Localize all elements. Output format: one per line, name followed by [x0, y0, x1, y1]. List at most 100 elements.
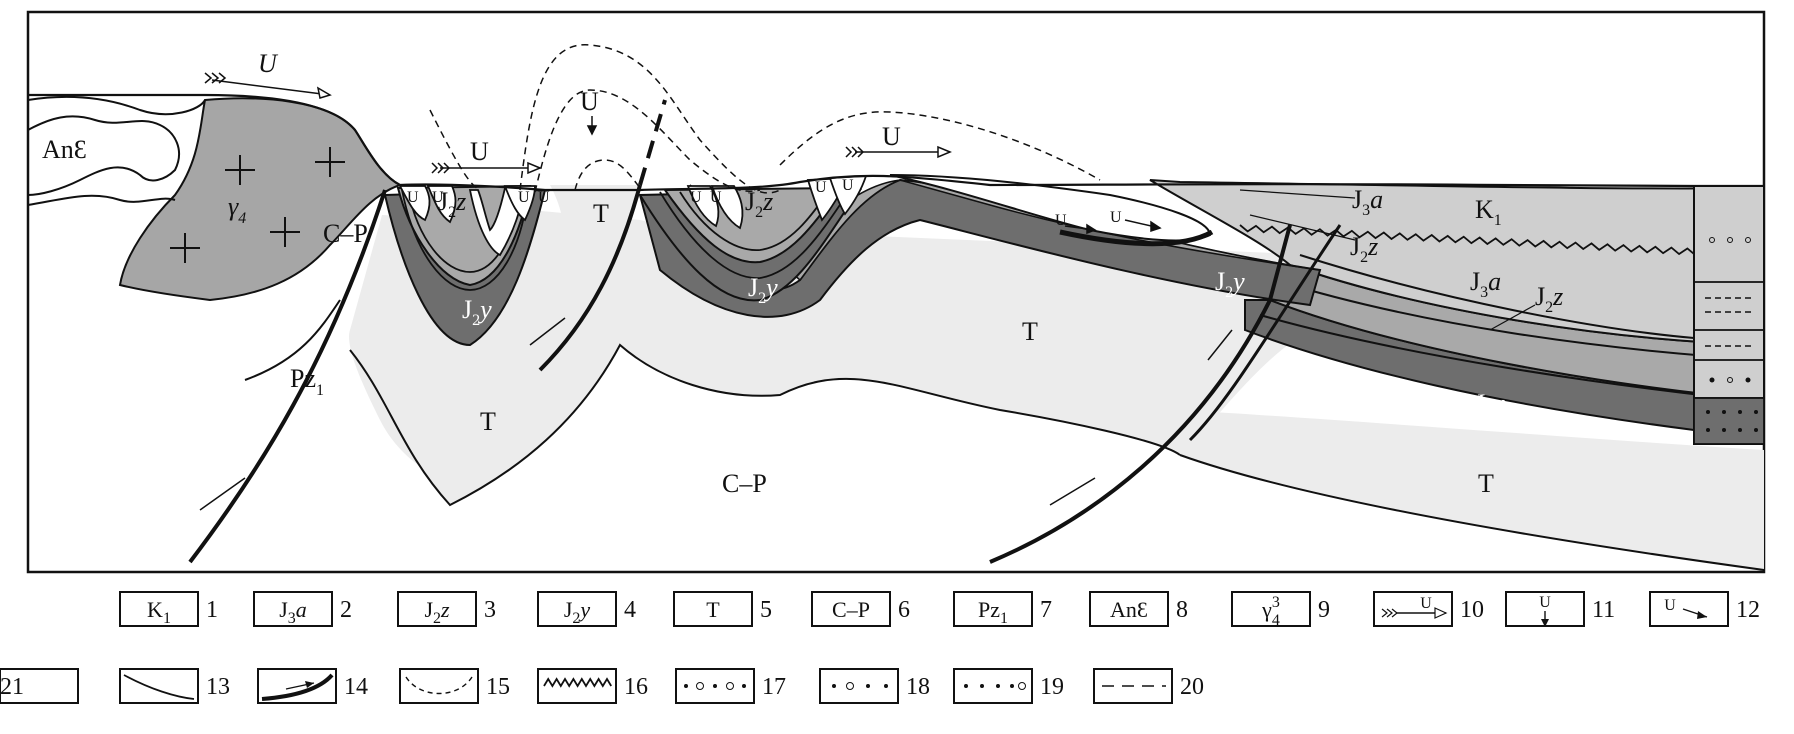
label-u-small-5: U: [690, 189, 702, 206]
label-pz1: Pz1: [290, 364, 324, 399]
label-u-small-8: U: [842, 177, 854, 194]
label-u-small-9: U: [1055, 212, 1067, 229]
unconformity-wavy-line: [1239, 224, 1760, 259]
legend-swatch: [537, 591, 617, 627]
contact-line: [1179, 454, 1765, 571]
contact-line: [679, 191, 829, 251]
legend-swatch: [811, 591, 891, 627]
granite-crosses: [170, 147, 345, 263]
legend-swatch: [399, 668, 479, 704]
legend-number: 7: [1040, 597, 1052, 623]
legend-symbol-label: T: [706, 597, 720, 622]
legend-number: 10: [1460, 597, 1484, 623]
an-e-contact: [27, 96, 206, 116]
topographic-surface: [28, 93, 1764, 192]
trias-block-between-faults: [540, 185, 640, 370]
legend-item-1: K1 1: [119, 591, 218, 627]
uranium-lens: [828, 175, 868, 216]
motion-arrow: [1207, 329, 1233, 361]
legend-number: 12: [1736, 597, 1760, 623]
label-u-small-6: U: [710, 189, 722, 206]
motion-arrow: [529, 317, 566, 346]
section-labels: AnƐ γ4 C–P Pz1 T T T T C–P J2z J2z J2z J…: [42, 49, 1563, 498]
legend-number: 18: [906, 674, 930, 700]
legend-number: 20: [1180, 674, 1204, 700]
eroded-contour: [429, 109, 481, 191]
lens-tip-dark: [1059, 229, 1214, 247]
uranium-lens: [398, 185, 431, 222]
label-k1: K1: [1475, 195, 1502, 229]
label-j2z-middle: J2z: [745, 187, 773, 221]
leader-line: [1249, 214, 1356, 241]
label-t-center: T: [1022, 317, 1038, 346]
u-transport-arrows: [204, 72, 1162, 235]
motion-arrow: [1049, 477, 1096, 506]
label-t-right: T: [1478, 469, 1494, 498]
legend-number: 17: [762, 674, 786, 700]
label-u-small-1: U: [407, 189, 419, 206]
legend-swatch: [1649, 591, 1729, 627]
label-t-left: T: [480, 407, 496, 436]
legend-number: 5: [760, 597, 772, 623]
uranium-lens: [426, 185, 457, 224]
legend-item-4: J2y 4: [537, 591, 636, 627]
label-an-e: AnƐ: [42, 135, 87, 164]
leader-line: [1239, 189, 1356, 199]
contact-line: [659, 189, 851, 279]
legend-item-14: 14: [257, 668, 368, 704]
legend-number: 13: [206, 674, 230, 700]
label-u-small-3: U: [518, 189, 530, 206]
label-j2y-middle: J2y: [748, 273, 778, 307]
legend-item-19: 19: [953, 668, 1064, 704]
contact-line: [1299, 254, 1695, 339]
leader-line: [1489, 304, 1536, 331]
legend-item-15: 15: [399, 668, 510, 704]
legend-symbol-label: U: [1539, 594, 1551, 611]
eroded-contour: [779, 111, 1101, 181]
legend-number: 1: [206, 597, 218, 623]
legend-number: 4: [624, 597, 636, 623]
legend-swatch: [673, 591, 753, 627]
legend-item-21: 21: [0, 669, 79, 704]
legend-swatch: [1089, 591, 1169, 627]
label-j3a-lower: J3a: [1470, 267, 1501, 301]
legend-swatch: [1231, 591, 1311, 627]
label-j2z-far-right: J2z: [1535, 282, 1563, 316]
legend-number: 8: [1176, 597, 1188, 623]
legend-symbol-label: J2y: [564, 597, 591, 627]
legend-symbol-label: K1: [147, 597, 171, 627]
cross-section: AnƐ γ4 C–P Pz1 T T T T C–P J2z J2z J2z J…: [26, 10, 1766, 574]
legend-item-17: 17: [675, 668, 786, 704]
lithology-column: [1693, 185, 1765, 445]
legend-number: 11: [1592, 597, 1615, 623]
legend-item-16: 16: [537, 668, 648, 704]
label-u-4: U: [882, 122, 901, 151]
legend-swatch: [253, 591, 333, 627]
label-j2y-left: J2y: [462, 295, 492, 329]
eroded-contour: [519, 44, 781, 194]
legend-symbol-label: AnƐ: [1110, 597, 1148, 622]
label-cp-bottom: C–P: [722, 469, 767, 498]
label-cp-left: C–P: [323, 219, 368, 248]
contact-line: [401, 189, 529, 291]
legend-symbol-label: Pz1: [978, 597, 1008, 627]
label-j2y-right: J2y: [1475, 389, 1505, 423]
legend-item-7: Pz1 7: [953, 591, 1052, 627]
legend-symbol-label: J3a: [279, 597, 307, 627]
legend-symbol-label: C–P: [832, 597, 870, 622]
label-j2z-left: J2z: [438, 187, 466, 221]
contact-line: [349, 343, 1181, 507]
thrust-fault: [989, 224, 1292, 564]
label-t-between: T: [593, 199, 609, 228]
legend-item-18: 18: [819, 668, 930, 704]
thrust-fault: [538, 184, 642, 372]
label-u-small-7: U: [815, 179, 827, 196]
